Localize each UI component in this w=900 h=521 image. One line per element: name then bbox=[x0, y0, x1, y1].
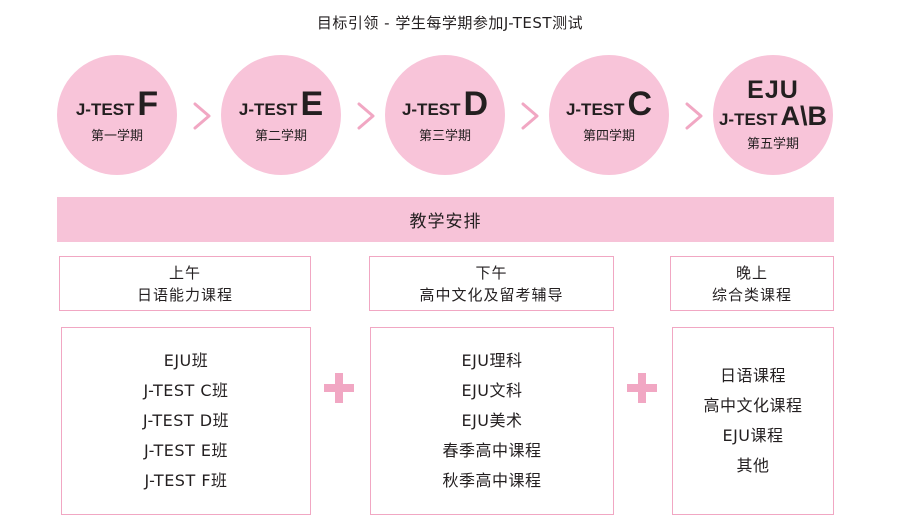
stage-term: 第五学期 bbox=[746, 137, 799, 152]
list-item: 日语课程 bbox=[719, 366, 786, 385]
stage-grade: C bbox=[627, 84, 653, 123]
stage-prefix: J-TEST bbox=[401, 99, 461, 119]
stage-term: 第四学期 bbox=[582, 128, 635, 144]
list-item: J-TEST F班 bbox=[144, 471, 228, 490]
stage-level: J-TEST C bbox=[566, 87, 652, 121]
stage-prefix: J-TEST bbox=[238, 99, 298, 119]
stage-level: J-TEST E bbox=[239, 87, 323, 121]
session-time: 上午 bbox=[168, 263, 201, 282]
page-title: 目标引领 - 学生每学期参加J-TEST测试 bbox=[316, 14, 584, 32]
stage-level: J-TEST F bbox=[76, 87, 158, 121]
list-item: EJU课程 bbox=[722, 426, 784, 445]
plus-icon bbox=[627, 373, 657, 403]
course-list-afternoon: EJU理科 EJU文科 EJU美术 春季高中课程 秋季高中课程 bbox=[370, 327, 614, 515]
list-item: EJU理科 bbox=[461, 351, 523, 370]
stage-term-2: J-TEST E 第二学期 bbox=[221, 55, 341, 175]
list-item: EJU文科 bbox=[461, 381, 523, 400]
teaching-arrangement-banner: 教学安排 bbox=[57, 197, 834, 242]
stage-grade: A\B bbox=[780, 101, 828, 131]
stage-eju: EJU bbox=[747, 76, 799, 104]
list-item: EJU美术 bbox=[461, 411, 523, 430]
stage-prefix: J-TEST bbox=[75, 99, 135, 119]
session-header-evening: 晚上 综合类课程 bbox=[670, 256, 834, 311]
course-list-morning: EJU班 J-TEST C班 J-TEST D班 J-TEST E班 J-TES… bbox=[61, 327, 311, 515]
session-subject: 综合类课程 bbox=[711, 285, 792, 304]
session-subject: 日语能力课程 bbox=[136, 285, 233, 304]
stage-term-3: J-TEST D 第三学期 bbox=[385, 55, 505, 175]
stage-term-5: EJU J-TEST A\B 第五学期 bbox=[713, 55, 833, 175]
stage-term: 第三学期 bbox=[418, 128, 471, 144]
list-item: 其他 bbox=[736, 456, 770, 475]
stage-level: J-TEST A\B bbox=[719, 103, 827, 130]
course-list-evening: 日语课程 高中文化课程 EJU课程 其他 bbox=[672, 327, 834, 515]
stage-level: J-TEST D bbox=[402, 87, 488, 121]
chevron-right-icon bbox=[193, 102, 211, 130]
chevron-right-icon bbox=[521, 102, 539, 130]
stage-term: 第一学期 bbox=[90, 128, 143, 144]
session-time: 下午 bbox=[475, 263, 508, 282]
stage-grade: E bbox=[300, 84, 324, 123]
chevron-right-icon bbox=[685, 102, 703, 130]
plus-icon bbox=[324, 373, 354, 403]
list-item: J-TEST D班 bbox=[142, 411, 230, 430]
stage-prefix: J-TEST bbox=[565, 99, 625, 119]
list-item: EJU班 bbox=[163, 351, 209, 370]
list-item: 春季高中课程 bbox=[442, 441, 542, 460]
list-item: J-TEST C班 bbox=[143, 381, 229, 400]
list-item: J-TEST E班 bbox=[144, 441, 228, 460]
stage-prefix: J-TEST bbox=[718, 110, 778, 129]
list-item: 高中文化课程 bbox=[703, 396, 803, 415]
chevron-right-icon bbox=[357, 102, 375, 130]
stage-grade: D bbox=[463, 84, 489, 123]
stage-grade: F bbox=[137, 84, 159, 123]
stage-term: 第二学期 bbox=[254, 128, 307, 144]
session-time: 晚上 bbox=[735, 263, 768, 282]
list-item: 秋季高中课程 bbox=[442, 471, 542, 490]
session-header-morning: 上午 日语能力课程 bbox=[59, 256, 311, 311]
session-subject: 高中文化及留考辅导 bbox=[419, 285, 564, 304]
session-header-afternoon: 下午 高中文化及留考辅导 bbox=[369, 256, 614, 311]
stage-term-1: J-TEST F 第一学期 bbox=[57, 55, 177, 175]
stage-term-4: J-TEST C 第四学期 bbox=[549, 55, 669, 175]
